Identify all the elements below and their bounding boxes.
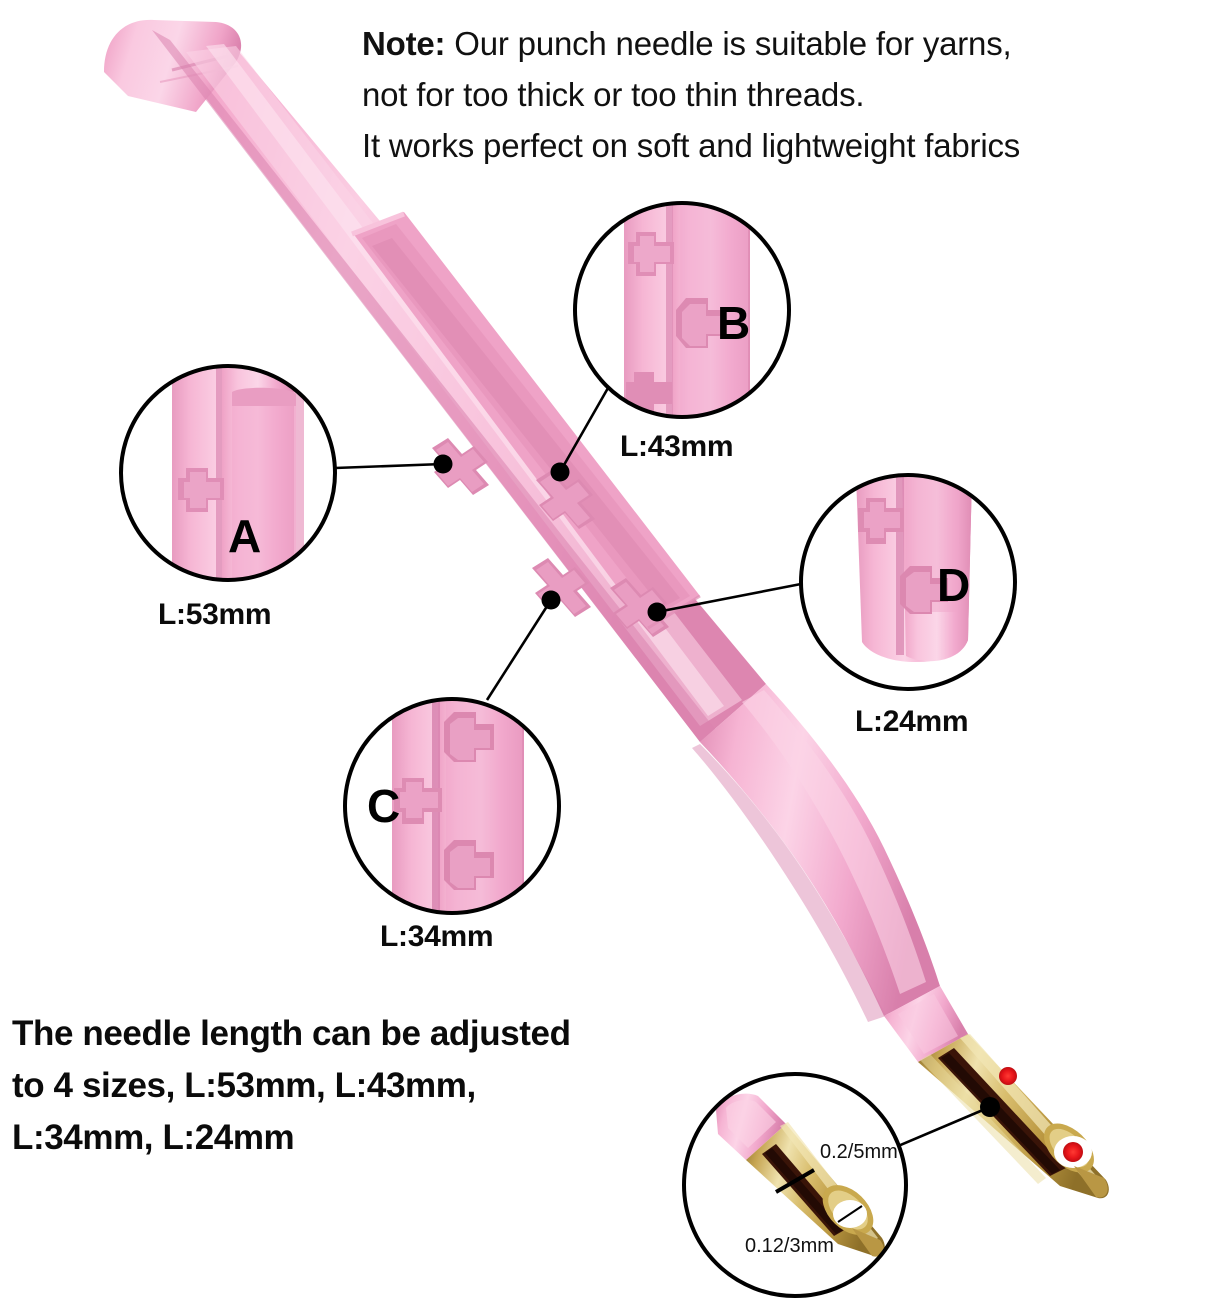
gold-needle-shaft	[918, 1034, 1109, 1199]
anchor-dot-b	[550, 462, 570, 482]
notch-b	[536, 470, 595, 529]
tip-gauge-large-label: 0.2/5mm	[820, 1141, 898, 1163]
anchor-dot-d	[647, 602, 667, 622]
callout-letter-a: A	[228, 510, 262, 562]
headline-line-1: The needle length can be adjusted	[12, 1014, 571, 1053]
callout-length-d: L:24mm	[855, 705, 969, 738]
callout-circle-d	[799, 473, 1017, 691]
callout-circle-b	[573, 201, 791, 419]
callout-circle-c	[343, 697, 561, 915]
callout-length-c: L:34mm	[380, 920, 494, 953]
headline-text-block: The needle length can be adjusted to 4 s…	[12, 1008, 752, 1164]
leader-anchor-dots	[433, 454, 1000, 1117]
callout-letter-b: B	[717, 297, 751, 349]
callout-letter-c: C	[367, 780, 401, 832]
needle-length-track	[351, 211, 701, 637]
notch-d	[610, 578, 669, 637]
anchor-dot-a	[433, 454, 453, 474]
anchor-dot-c	[541, 590, 561, 610]
note-line-1-rest: Our punch needle is suitable for yarns,	[445, 25, 1012, 62]
headline-line-3: L:34mm, L:24mm	[12, 1118, 295, 1157]
punch-needle-body	[104, 19, 1109, 1199]
callout-length-b: L:43mm	[620, 430, 734, 463]
callout-circle-tip	[682, 1072, 908, 1298]
note-text-block: Note: Our punch needle is suitable for y…	[362, 18, 1182, 171]
thread-dot-shaft	[999, 1067, 1017, 1085]
headline-line-2: to 4 sizes, L:53mm, L:43mm,	[12, 1066, 476, 1105]
tip-gauge-small-label: 0.12/3mm	[745, 1235, 834, 1257]
gauge-tick	[774, 1168, 816, 1194]
thread-eye-dot	[1063, 1142, 1083, 1162]
note-lead-label: Note:	[362, 25, 446, 62]
note-line-1: Note: Our punch needle is suitable for y…	[362, 18, 1182, 69]
anchor-dot-tip	[980, 1097, 1000, 1117]
callout-letter-d: D	[937, 559, 971, 611]
notch-a	[432, 438, 489, 495]
callout-length-a: L:53mm	[158, 598, 272, 631]
note-line-2: not for too thick or too thin threads.	[362, 76, 865, 113]
leader-lines	[334, 387, 991, 1154]
callout-circle-a	[119, 364, 337, 582]
note-line-3: It works perfect on soft and lightweight…	[362, 127, 1021, 164]
